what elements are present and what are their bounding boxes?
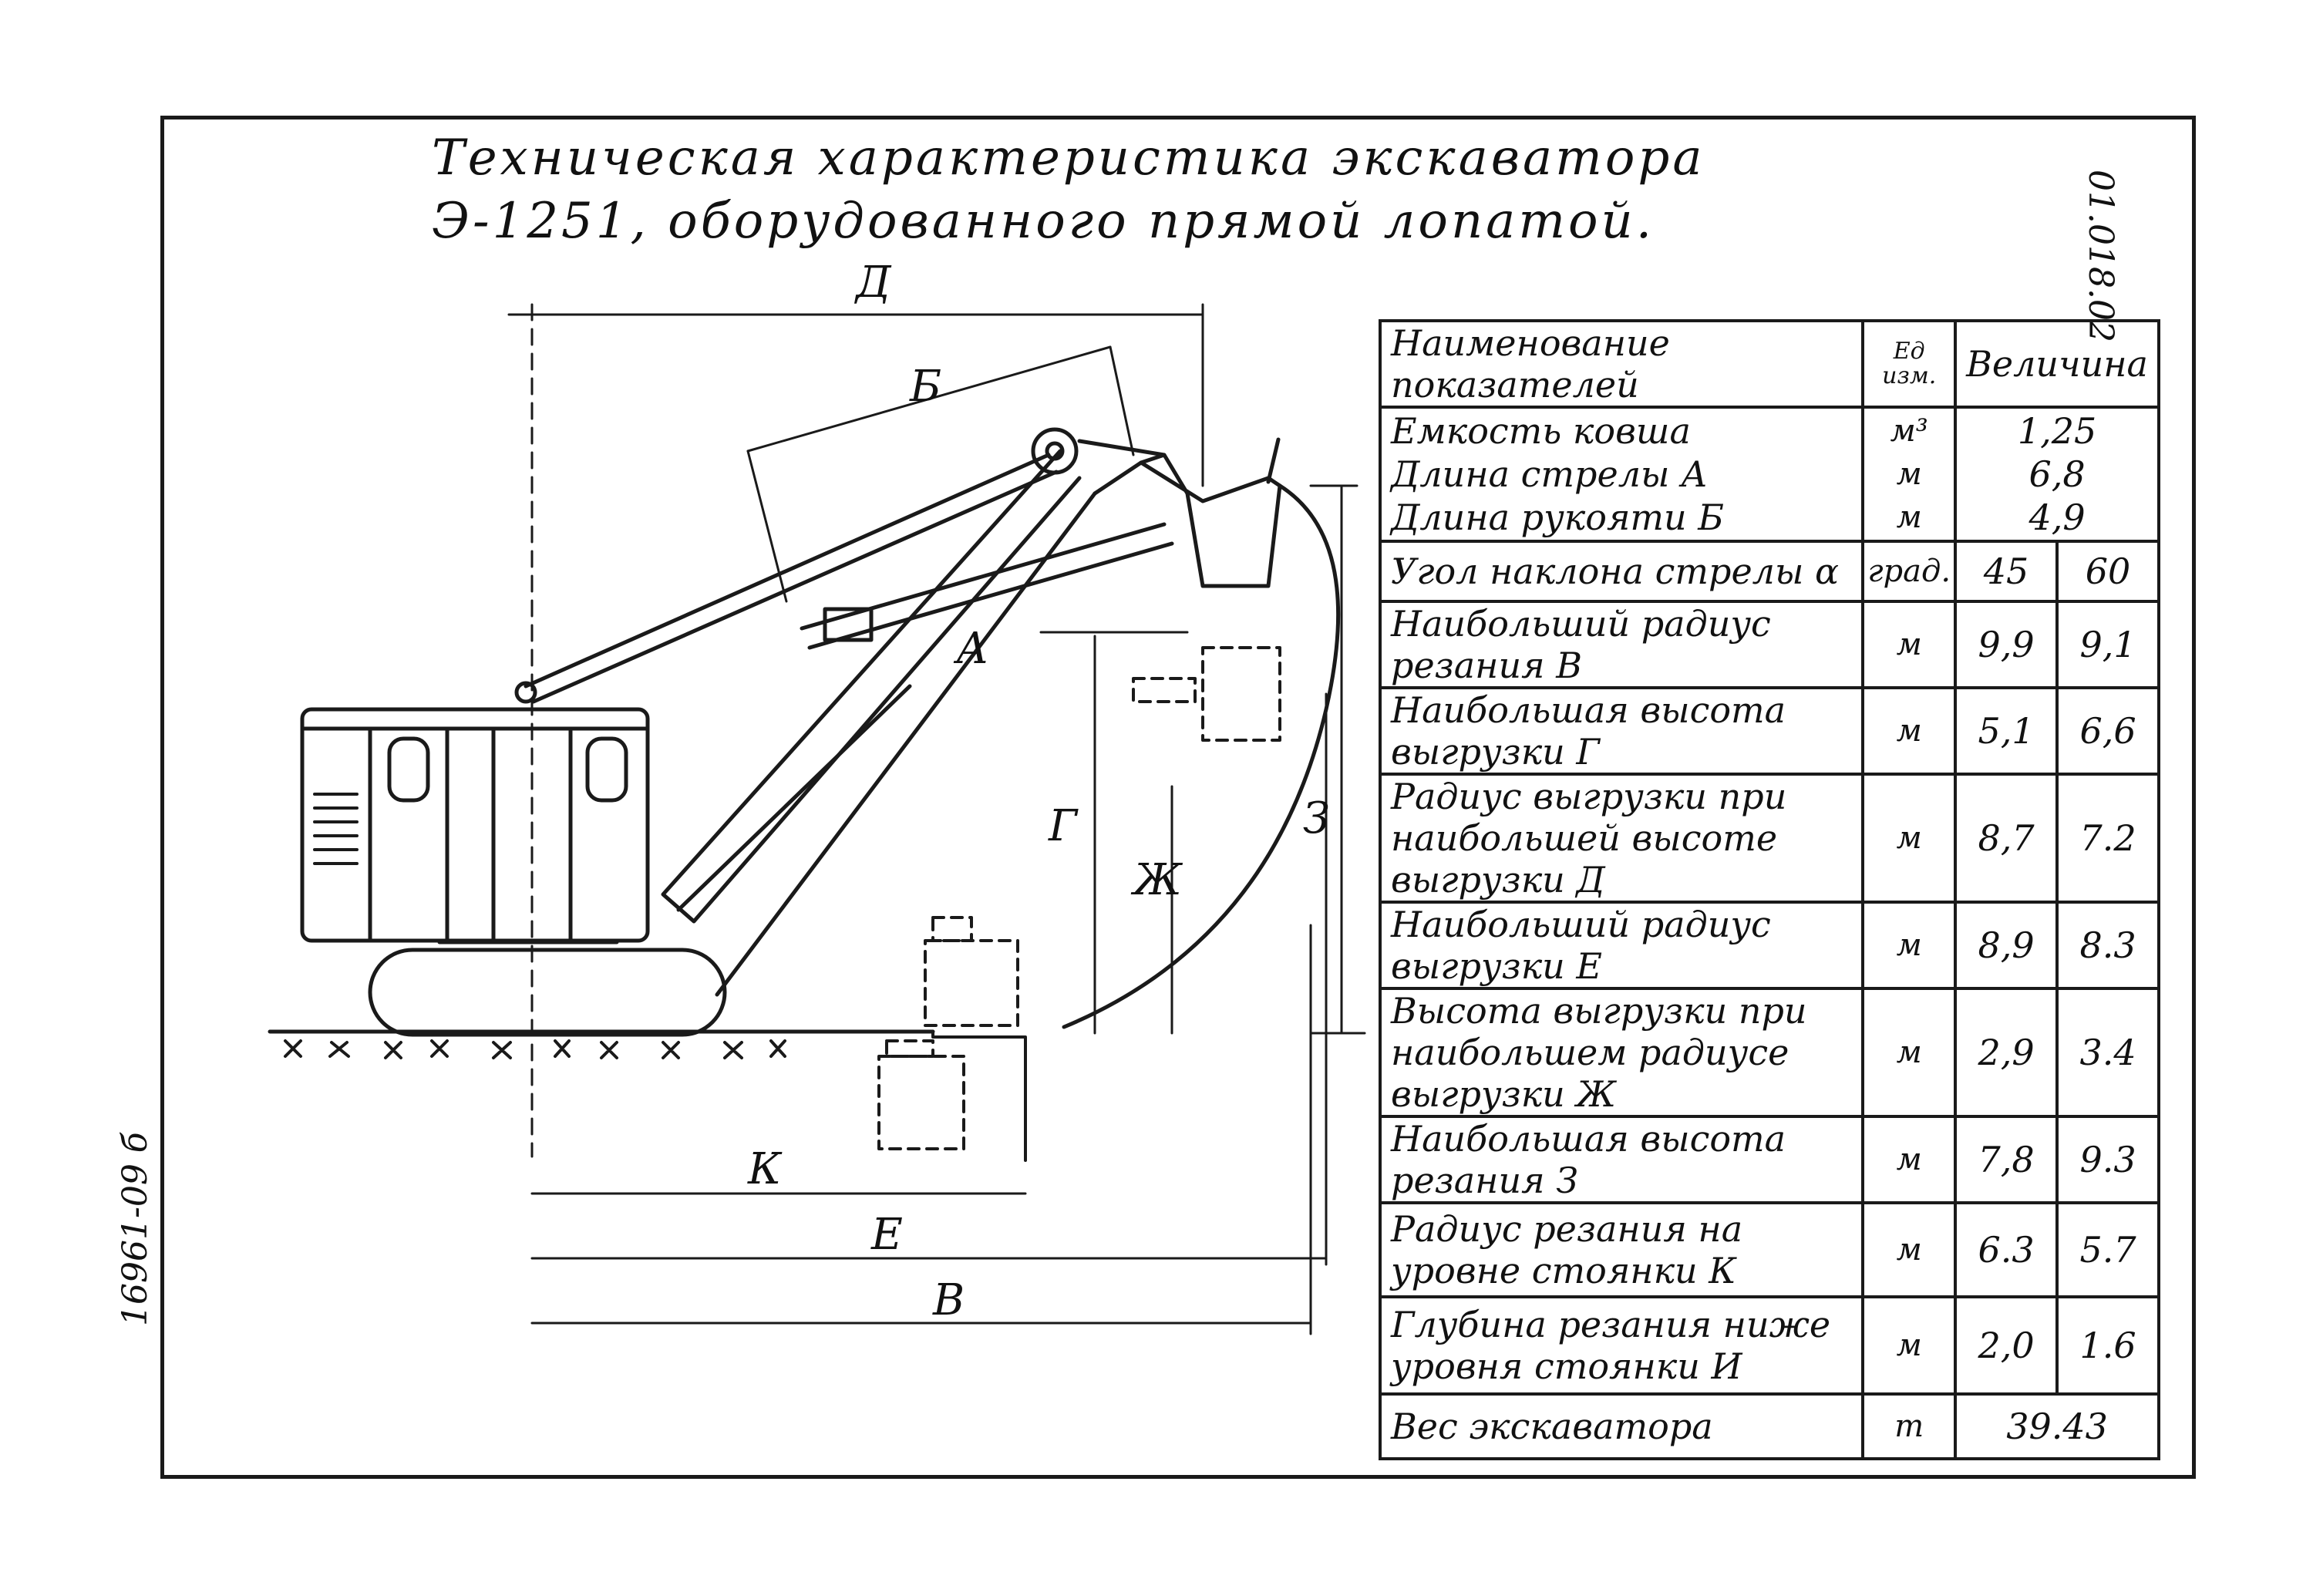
row-value-45: 5,1 (1954, 686, 2059, 776)
row-name-handle-length: Длина рукояти Б (1391, 497, 1725, 538)
table-row: Глубина резания ниже уровня стоянки И м … (1378, 1295, 2160, 1396)
row-unit: м (1896, 500, 1922, 535)
ground-hatching (284, 1039, 786, 1059)
dim-label-k: К (747, 1144, 783, 1194)
row-value-60: 5.7 (2055, 1201, 2160, 1298)
cab-window-right (585, 736, 628, 803)
table-row-weight: Вес экскаватора т 39.43 (1378, 1392, 2160, 1460)
table-row: Высота выгрузки при наибольшем радиусе в… (1378, 987, 2160, 1118)
row-value-60: 1.6 (2055, 1295, 2160, 1396)
row-unit: м (1861, 901, 1958, 990)
row-name: Высота выгрузки при наибольшем радиусе в… (1378, 987, 1865, 1118)
row-name: Радиус выгрузки при наибольшей высоте вы… (1378, 773, 1865, 904)
boom-pulley (1031, 427, 1079, 475)
row-value-45: 8,7 (1954, 773, 2059, 904)
crawler-track (368, 948, 727, 1037)
dim-label-a: А (953, 624, 988, 674)
row-unit: град. (1861, 540, 1958, 603)
header-name: Наименование показателей (1378, 319, 1865, 409)
row-value: 1,25 (2017, 410, 2097, 452)
row-value-weight: 39.43 (1954, 1392, 2160, 1460)
row-value-45: 7,8 (1954, 1115, 2059, 1204)
dim-label-g: Г (1048, 801, 1079, 851)
row-unit: т (1861, 1392, 1958, 1460)
row-name: Угол наклона стрелы α (1378, 540, 1865, 603)
drawing-frame (160, 116, 2196, 1479)
row-unit: м (1861, 1295, 1958, 1396)
row-value-60: 6,6 (2055, 686, 2160, 776)
row-value-45: 6.3 (1954, 1201, 2059, 1298)
row-name: Наибольший радиус выгрузки Е (1378, 901, 1865, 990)
table-row: Радиус выгрузки при наибольшей высоте вы… (1378, 773, 2160, 904)
row-name-bucket-capacity: Емкость ковша (1391, 410, 1691, 452)
row-name: Наибольший радиус резания В (1378, 600, 1865, 689)
title-line-1: Техническая характеристика экскаватора (432, 130, 1705, 187)
row-name-weight: Вес экскаватора (1378, 1392, 1865, 1460)
dim-label-e: Е (870, 1210, 903, 1260)
row-value-45: 8,9 (1954, 901, 2059, 990)
cab-window-left (387, 736, 430, 803)
row-name: Глубина резания ниже уровня стоянки И (1378, 1295, 1865, 1396)
table-row: Наибольшая высота выгрузки Г м 5,1 6,6 (1378, 686, 2160, 776)
row-name-boom-length: Длина стрелы А (1391, 453, 1708, 495)
title-line-2: Э-1251, оборудованного прямой лопатой. (432, 193, 1655, 250)
dim-label-z: З (1303, 793, 1330, 843)
digging-arc (1062, 483, 1341, 1029)
row-value-45: 2,9 (1954, 987, 2059, 1118)
row-name: Наибольшая высота резания З (1378, 1115, 1865, 1204)
dim-label-v: В (932, 1275, 965, 1325)
row-unit: м (1861, 1201, 1958, 1298)
row-unit: м (1861, 600, 1958, 689)
bucket (1139, 453, 1282, 588)
row-unit: м (1861, 1115, 1958, 1204)
row-value-60: 3.4 (2055, 987, 2160, 1118)
row-unit: м (1896, 456, 1922, 492)
table-row: Наибольший радиус выгрузки Е м 8,9 8.3 (1378, 901, 2160, 990)
row-unit: м (1861, 773, 1958, 904)
row-value-60: 9,1 (2055, 600, 2160, 689)
dim-label-d: Д (853, 258, 892, 308)
table-row-group1: Емкость ковша Длина стрелы А Длина рукоя… (1378, 406, 2160, 543)
boom-cable (524, 453, 1051, 689)
pit-step (924, 1030, 1027, 1162)
header-unit: Ед изм. (1861, 319, 1958, 409)
row-value-45: 45 (1954, 540, 2059, 603)
row-name: Наибольшая высота выгрузки Г (1378, 686, 1865, 776)
dimension-lines (507, 303, 1366, 1335)
row-value: 6,8 (2029, 453, 2086, 495)
row-value-60: 7.2 (2055, 773, 2160, 904)
row-unit: м³ (1890, 413, 1928, 449)
row-value-60: 60 (2055, 540, 2160, 603)
row-name: Радиус резания на уровне стоянки К (1378, 1201, 1865, 1298)
row-unit: м (1861, 686, 1958, 776)
dim-label-b-handle: Б (909, 362, 941, 412)
table-row: Радиус резания на уровне стоянки К м 6.3… (1378, 1201, 2160, 1298)
table-header-row: Наименование показателей Ед изм. Величин… (1378, 319, 2160, 409)
table-row: Наибольшая высота резания З м 7,8 9.3 (1378, 1115, 2160, 1204)
dim-label-zh: Ж (1130, 855, 1183, 905)
row-unit: м (1861, 987, 1958, 1118)
saddle-block (823, 607, 874, 642)
boom (661, 449, 1082, 924)
header-value: Величина (1954, 319, 2160, 409)
table-row: Угол наклона стрелы α град. 45 60 (1378, 540, 2160, 603)
row-value: 4,9 (2029, 497, 2086, 538)
row-value-45: 9,9 (1954, 600, 2059, 689)
row-value-60: 8.3 (2055, 901, 2160, 990)
row-value-60: 9.3 (2055, 1115, 2160, 1204)
bucket-ghost-positions (877, 646, 1281, 1150)
spec-table: Наименование показателей Ед изм. Величин… (1378, 319, 2160, 1460)
cab-vents (313, 793, 359, 865)
table-row: Наибольший радиус резания В м 9,9 9,1 (1378, 600, 2160, 689)
row-value-45: 2,0 (1954, 1295, 2059, 1396)
cab-body (300, 707, 650, 943)
